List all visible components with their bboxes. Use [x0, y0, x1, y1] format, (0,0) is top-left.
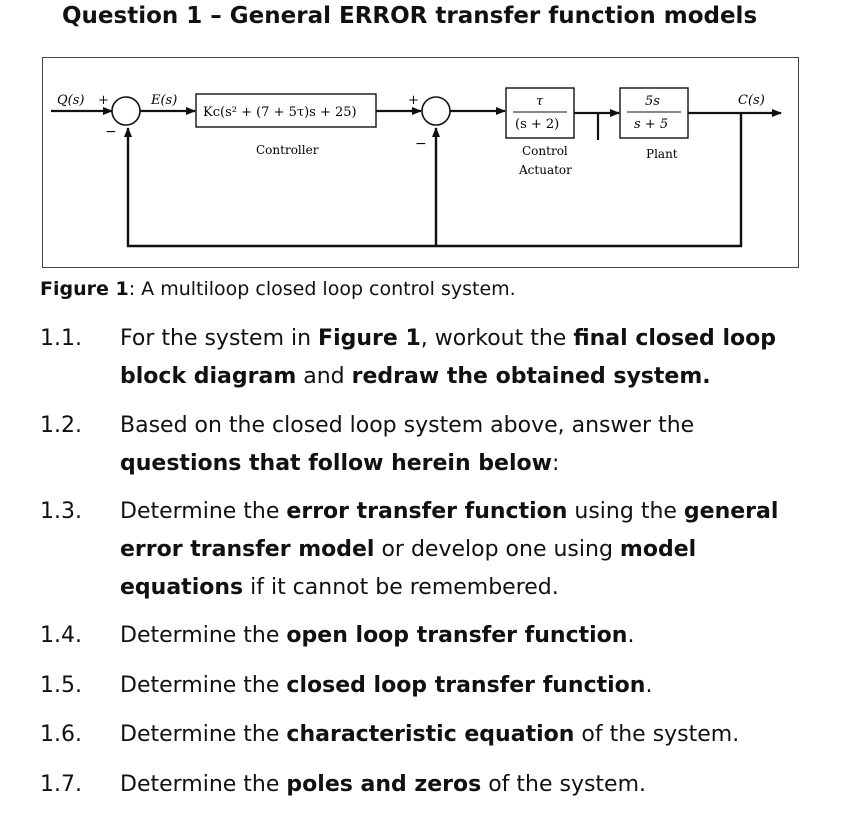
sum2-plus-sign: +: [408, 93, 419, 108]
summing-junction-2: [421, 96, 451, 126]
controller-label: Controller: [256, 143, 319, 157]
question-text-run: Determine the: [120, 673, 287, 698]
sum1-minus-sign: −: [105, 124, 117, 140]
question-text-run: :: [551, 451, 560, 476]
question-text-bold: poles and zeros: [286, 772, 482, 797]
question-text-run: using the: [567, 499, 684, 524]
question-number: 1.4.: [40, 623, 82, 648]
error-label: E(s): [150, 93, 177, 108]
figure-caption-text: : A multiloop closed loop control system…: [128, 278, 516, 300]
actuator-label-line-2: Actuator: [518, 163, 572, 177]
question-text-run: Determine the: [120, 772, 287, 797]
question-text-bold: final closed loop block diagram: [120, 326, 776, 389]
actuator-denominator: (s + 2): [515, 117, 559, 132]
sum2-minus-sign: −: [415, 136, 427, 152]
figure-caption: Figure 1: A multiloop closed loop contro…: [40, 278, 516, 300]
question-text-bold: general error transfer model: [120, 499, 779, 562]
question-text-bold: redraw the obtained system.: [351, 364, 711, 389]
question-text: For the system in Figure 1, workout the …: [120, 320, 820, 396]
question-text: Determine the error transfer function us…: [120, 493, 820, 607]
question-text-run: .: [645, 673, 653, 698]
question-text: Determine the open loop transfer functio…: [120, 617, 820, 655]
actuator-block: [505, 87, 575, 139]
question-text-run: For the system in: [120, 326, 319, 351]
output-label: C(s): [738, 93, 765, 108]
summing-junction-1: [111, 96, 141, 126]
question-text-bold: Figure 1: [318, 326, 421, 351]
block-diagram-figure: Q(s) + − E(s) Kc(s² + (7 + 5τ)s + 25) Co…: [42, 57, 799, 268]
question-text: Determine the closed loop transfer funct…: [120, 667, 820, 705]
plant-numerator: 5s: [645, 94, 660, 109]
question-text-run: of the system.: [574, 722, 740, 747]
actuator-label-line-1: Control: [522, 144, 568, 158]
question-number: 1.1.: [40, 326, 82, 351]
question-text-bold: characteristic equation: [286, 722, 575, 747]
question-text-run: Determine the: [120, 623, 287, 648]
question-text-run: , workout the: [420, 326, 574, 351]
question-number: 1.6.: [40, 722, 82, 747]
sum1-plus-sign: +: [98, 93, 109, 108]
controller-transfer-function: Kc(s² + (7 + 5τ)s + 25): [203, 105, 357, 120]
question-text-run: Based on the closed loop system above, a…: [120, 413, 695, 438]
question-text: Determine the poles and zeros of the sys…: [120, 766, 820, 804]
input-label: Q(s): [57, 93, 84, 108]
question-text-bold: questions that follow herein below: [120, 451, 552, 476]
question-text-run: Determine the: [120, 499, 287, 524]
actuator-numerator: τ: [536, 94, 544, 109]
question-text-run: if it cannot be remembered.: [243, 575, 559, 600]
question-number: 1.2.: [40, 413, 82, 438]
question-text-run: Determine the: [120, 722, 287, 747]
question-text-run: or develop one using: [374, 537, 620, 562]
question-text-run: .: [627, 623, 635, 648]
question-text-bold: error transfer function: [286, 499, 568, 524]
question-text-bold: model equations: [120, 537, 697, 600]
question-text-bold: closed loop transfer function: [286, 673, 646, 698]
question-number: 1.7.: [40, 772, 82, 797]
question-text: Determine the characteristic equation of…: [120, 716, 820, 754]
block-diagram: Q(s) + − E(s) Kc(s² + (7 + 5τ)s + 25) Co…: [51, 87, 782, 248]
question-number: 1.3.: [40, 499, 82, 524]
figure-caption-label: Figure 1: [40, 278, 129, 300]
plant-denominator: s + 5: [634, 117, 668, 132]
question-text: Based on the closed loop system above, a…: [120, 407, 820, 483]
question-text-run: and: [296, 364, 352, 389]
question-number: 1.5.: [40, 673, 82, 698]
outer-feedback-path: [124, 113, 743, 248]
plant-label: Plant: [646, 147, 678, 161]
question-title: Question 1 – General ERROR transfer func…: [62, 3, 758, 29]
question-text-run: of the system.: [481, 772, 647, 797]
question-text-bold: open loop transfer function: [286, 623, 628, 648]
